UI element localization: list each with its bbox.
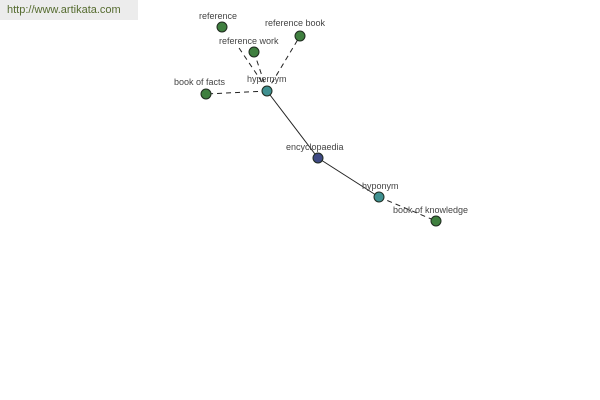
label-book-of-facts: book of facts	[174, 77, 226, 87]
node-book-of-knowledge[interactable]	[430, 215, 442, 227]
edge-hypernym-reference-book	[266, 35, 301, 92]
edge-hypernym-reference	[236, 44, 263, 83]
node-encyclopaedia[interactable]	[312, 152, 324, 164]
label-hypernym: hypernym	[247, 74, 287, 84]
edge-hyponym-book-of-knowledge	[378, 196, 437, 222]
node-hyponym[interactable]	[373, 191, 385, 203]
node-reference-work[interactable]	[248, 46, 260, 58]
node-book-of-facts[interactable]	[200, 88, 212, 100]
label-reference-work: reference work	[219, 36, 279, 46]
label-reference-book: reference book	[265, 18, 326, 28]
node-hypernym[interactable]	[261, 85, 273, 97]
node-reference-book[interactable]	[294, 30, 306, 42]
edge-hypernym-encyclopaedia	[266, 90, 319, 159]
label-encyclopaedia: encyclopaedia	[286, 142, 344, 152]
edge-hypernym-reference-work	[253, 51, 268, 92]
label-reference: reference	[199, 11, 237, 21]
label-book-of-knowledge: book of knowledge	[393, 205, 468, 215]
label-hyponym: hyponym	[362, 181, 399, 191]
source-link[interactable]: http://www.artikata.com	[0, 0, 138, 20]
node-reference[interactable]	[216, 21, 228, 33]
edge-hypernym-book-of-facts	[205, 90, 268, 95]
edge-encyclopaedia-hyponym	[317, 157, 380, 198]
